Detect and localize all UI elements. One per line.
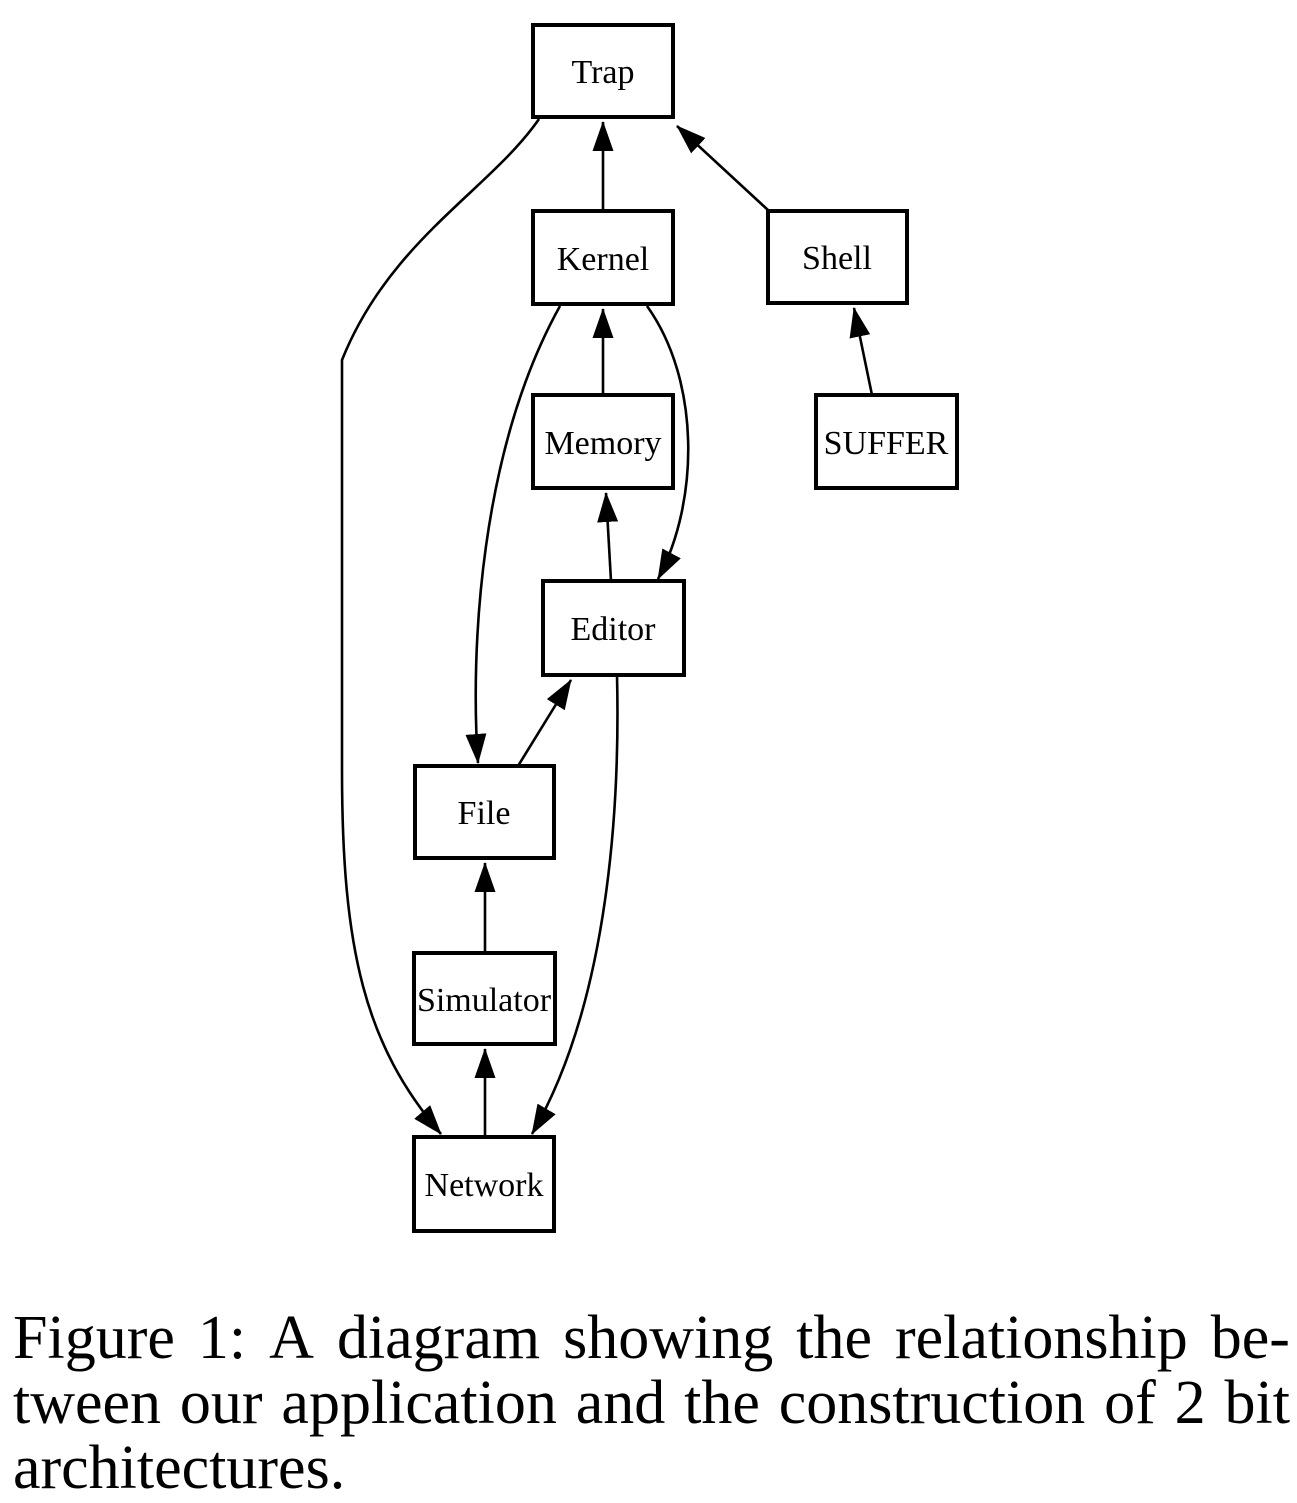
edge-suffer-to-shell xyxy=(849,307,874,396)
caption-word: diagram xyxy=(336,1304,541,1372)
edge-group xyxy=(340,118,874,1137)
caption-word: tween xyxy=(13,1369,162,1437)
node-box-suffer xyxy=(814,393,959,490)
node-box-network xyxy=(412,1135,556,1233)
node-label-trap: Trap xyxy=(572,54,635,91)
caption-word: 2 xyxy=(1174,1369,1206,1437)
caption-word: our xyxy=(179,1369,263,1437)
node-box-editor xyxy=(541,579,686,677)
edge-trap-to-network xyxy=(340,118,541,1135)
edge-editor-to-network xyxy=(530,674,619,1135)
node-simulator: Simulator xyxy=(412,951,557,1046)
caption-word: construction xyxy=(778,1369,1086,1437)
node-box-trap xyxy=(531,23,675,119)
node-box-simulator xyxy=(412,951,557,1046)
edge-kernel-to-file xyxy=(465,305,562,764)
node-box-file xyxy=(413,764,556,860)
node-label-shell: Shell xyxy=(802,240,872,277)
node-editor: Editor xyxy=(541,579,686,677)
caption-word: application xyxy=(281,1369,557,1437)
edge-file-to-editor xyxy=(516,679,573,767)
node-label-editor: Editor xyxy=(571,611,657,648)
relationship-diagram: Trap Kernel Shell Memory SUFFER Editor xyxy=(340,23,959,1233)
node-box-kernel xyxy=(531,209,675,306)
caption-word: be- xyxy=(1210,1304,1290,1372)
node-label-memory: Memory xyxy=(544,425,661,462)
node-kernel: Kernel xyxy=(531,209,675,306)
edge-editor-to-memory xyxy=(597,492,619,582)
caption-word: bit xyxy=(1224,1369,1290,1437)
node-label-network: Network xyxy=(425,1167,544,1204)
edge-shell-to-trap xyxy=(676,125,770,212)
node-trap: Trap xyxy=(531,23,675,119)
caption-word: architectures. xyxy=(13,1434,346,1502)
caption-word: of xyxy=(1104,1369,1156,1437)
node-label-file: File xyxy=(458,795,511,832)
node-shell: Shell xyxy=(766,209,909,305)
node-box-memory xyxy=(531,393,675,490)
caption-line: architectures. xyxy=(13,1436,1290,1501)
caption-word: 1: xyxy=(197,1304,247,1372)
caption-word: the xyxy=(796,1304,872,1372)
node-suffer: SUFFER xyxy=(814,393,959,490)
caption-word: relationship xyxy=(895,1304,1188,1372)
caption-word: the xyxy=(684,1369,760,1437)
node-label-simulator: Simulator xyxy=(417,982,552,1019)
node-group: Trap Kernel Shell Memory SUFFER Editor xyxy=(412,23,959,1233)
caption-word: and xyxy=(575,1369,666,1437)
node-file: File xyxy=(413,764,556,860)
edge-kernel-to-editor xyxy=(645,305,690,580)
node-memory: Memory xyxy=(531,393,675,490)
node-network: Network xyxy=(412,1135,556,1233)
node-box-shell xyxy=(766,209,909,305)
caption-word: showing xyxy=(563,1304,774,1372)
caption-word: Figure xyxy=(13,1304,175,1372)
node-label-suffer: SUFFER xyxy=(824,425,949,462)
node-label-kernel: Kernel xyxy=(557,241,650,278)
caption-word: A xyxy=(269,1304,314,1372)
